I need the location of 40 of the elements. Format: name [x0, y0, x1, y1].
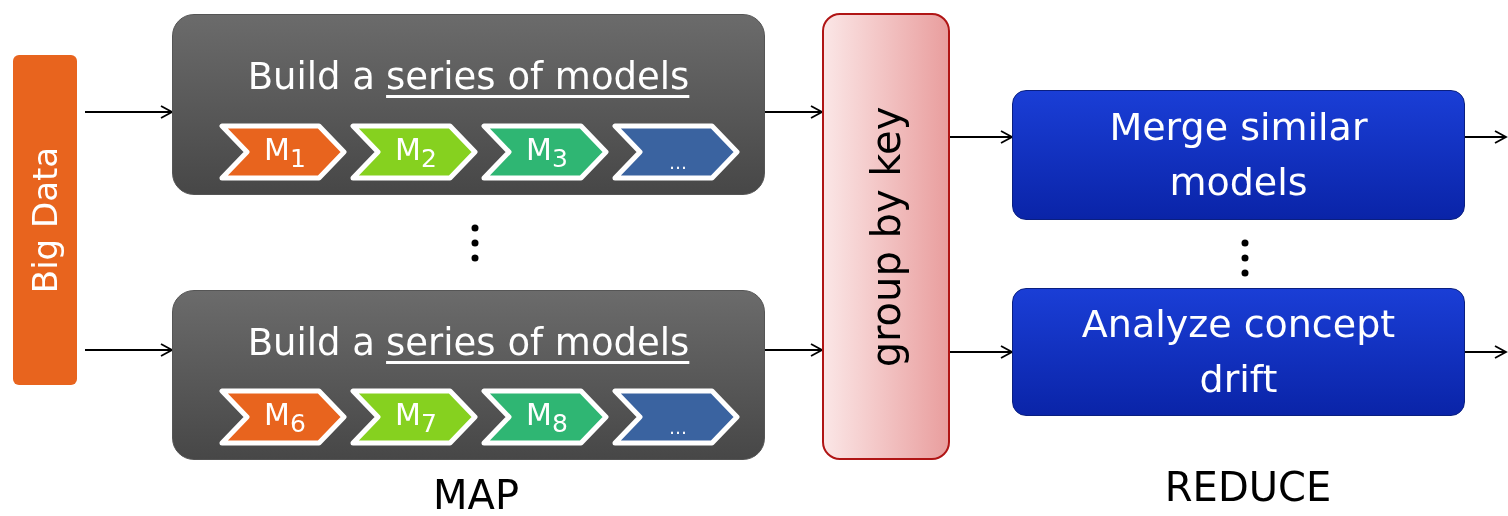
arrow — [84, 105, 173, 119]
input-box — [13, 55, 77, 385]
arrow — [949, 130, 1013, 144]
model-label: … — [669, 151, 687, 173]
model-label: M$_{1}$ — [264, 131, 306, 173]
model-stage — [481, 388, 609, 446]
shuffle-box — [822, 13, 950, 460]
model-label: M$_{3}$ — [526, 131, 568, 173]
arrow — [1464, 345, 1507, 359]
phase-label: REDUCE — [1164, 464, 1332, 510]
model-label: … — [669, 416, 687, 438]
map-task-box — [172, 290, 765, 460]
model-stage — [219, 388, 347, 446]
node-label: series of models — [386, 55, 690, 98]
node-label: Build a — [247, 55, 375, 98]
model-stage — [350, 123, 478, 181]
node-label: Big Data — [25, 146, 65, 294]
arrow — [764, 343, 823, 357]
model-label: M$_{6}$ — [264, 396, 306, 438]
arrow — [949, 345, 1013, 359]
map-task-box — [172, 14, 765, 195]
model-stage — [219, 123, 347, 181]
model-stage — [350, 388, 478, 446]
node-label: series of models — [386, 321, 690, 364]
model-stage — [612, 388, 740, 446]
phase-label: MAP — [433, 472, 519, 516]
reduce-task-box — [1012, 90, 1465, 220]
model-label: M$_{8}$ — [526, 396, 568, 438]
model-label: M$_{2}$ — [395, 131, 437, 173]
arrow — [84, 343, 173, 357]
node-label: group by key — [863, 106, 909, 367]
model-stage — [481, 123, 609, 181]
arrow — [1464, 130, 1507, 144]
node-label: Analyze concept drift — [1080, 300, 1397, 403]
model-stage — [612, 123, 740, 181]
reduce-task-box — [1012, 288, 1465, 416]
arrow — [764, 105, 823, 119]
node-label: Merge similar models — [1108, 103, 1369, 206]
node-label: Build a — [247, 321, 375, 364]
model-label: M$_{7}$ — [395, 396, 437, 438]
